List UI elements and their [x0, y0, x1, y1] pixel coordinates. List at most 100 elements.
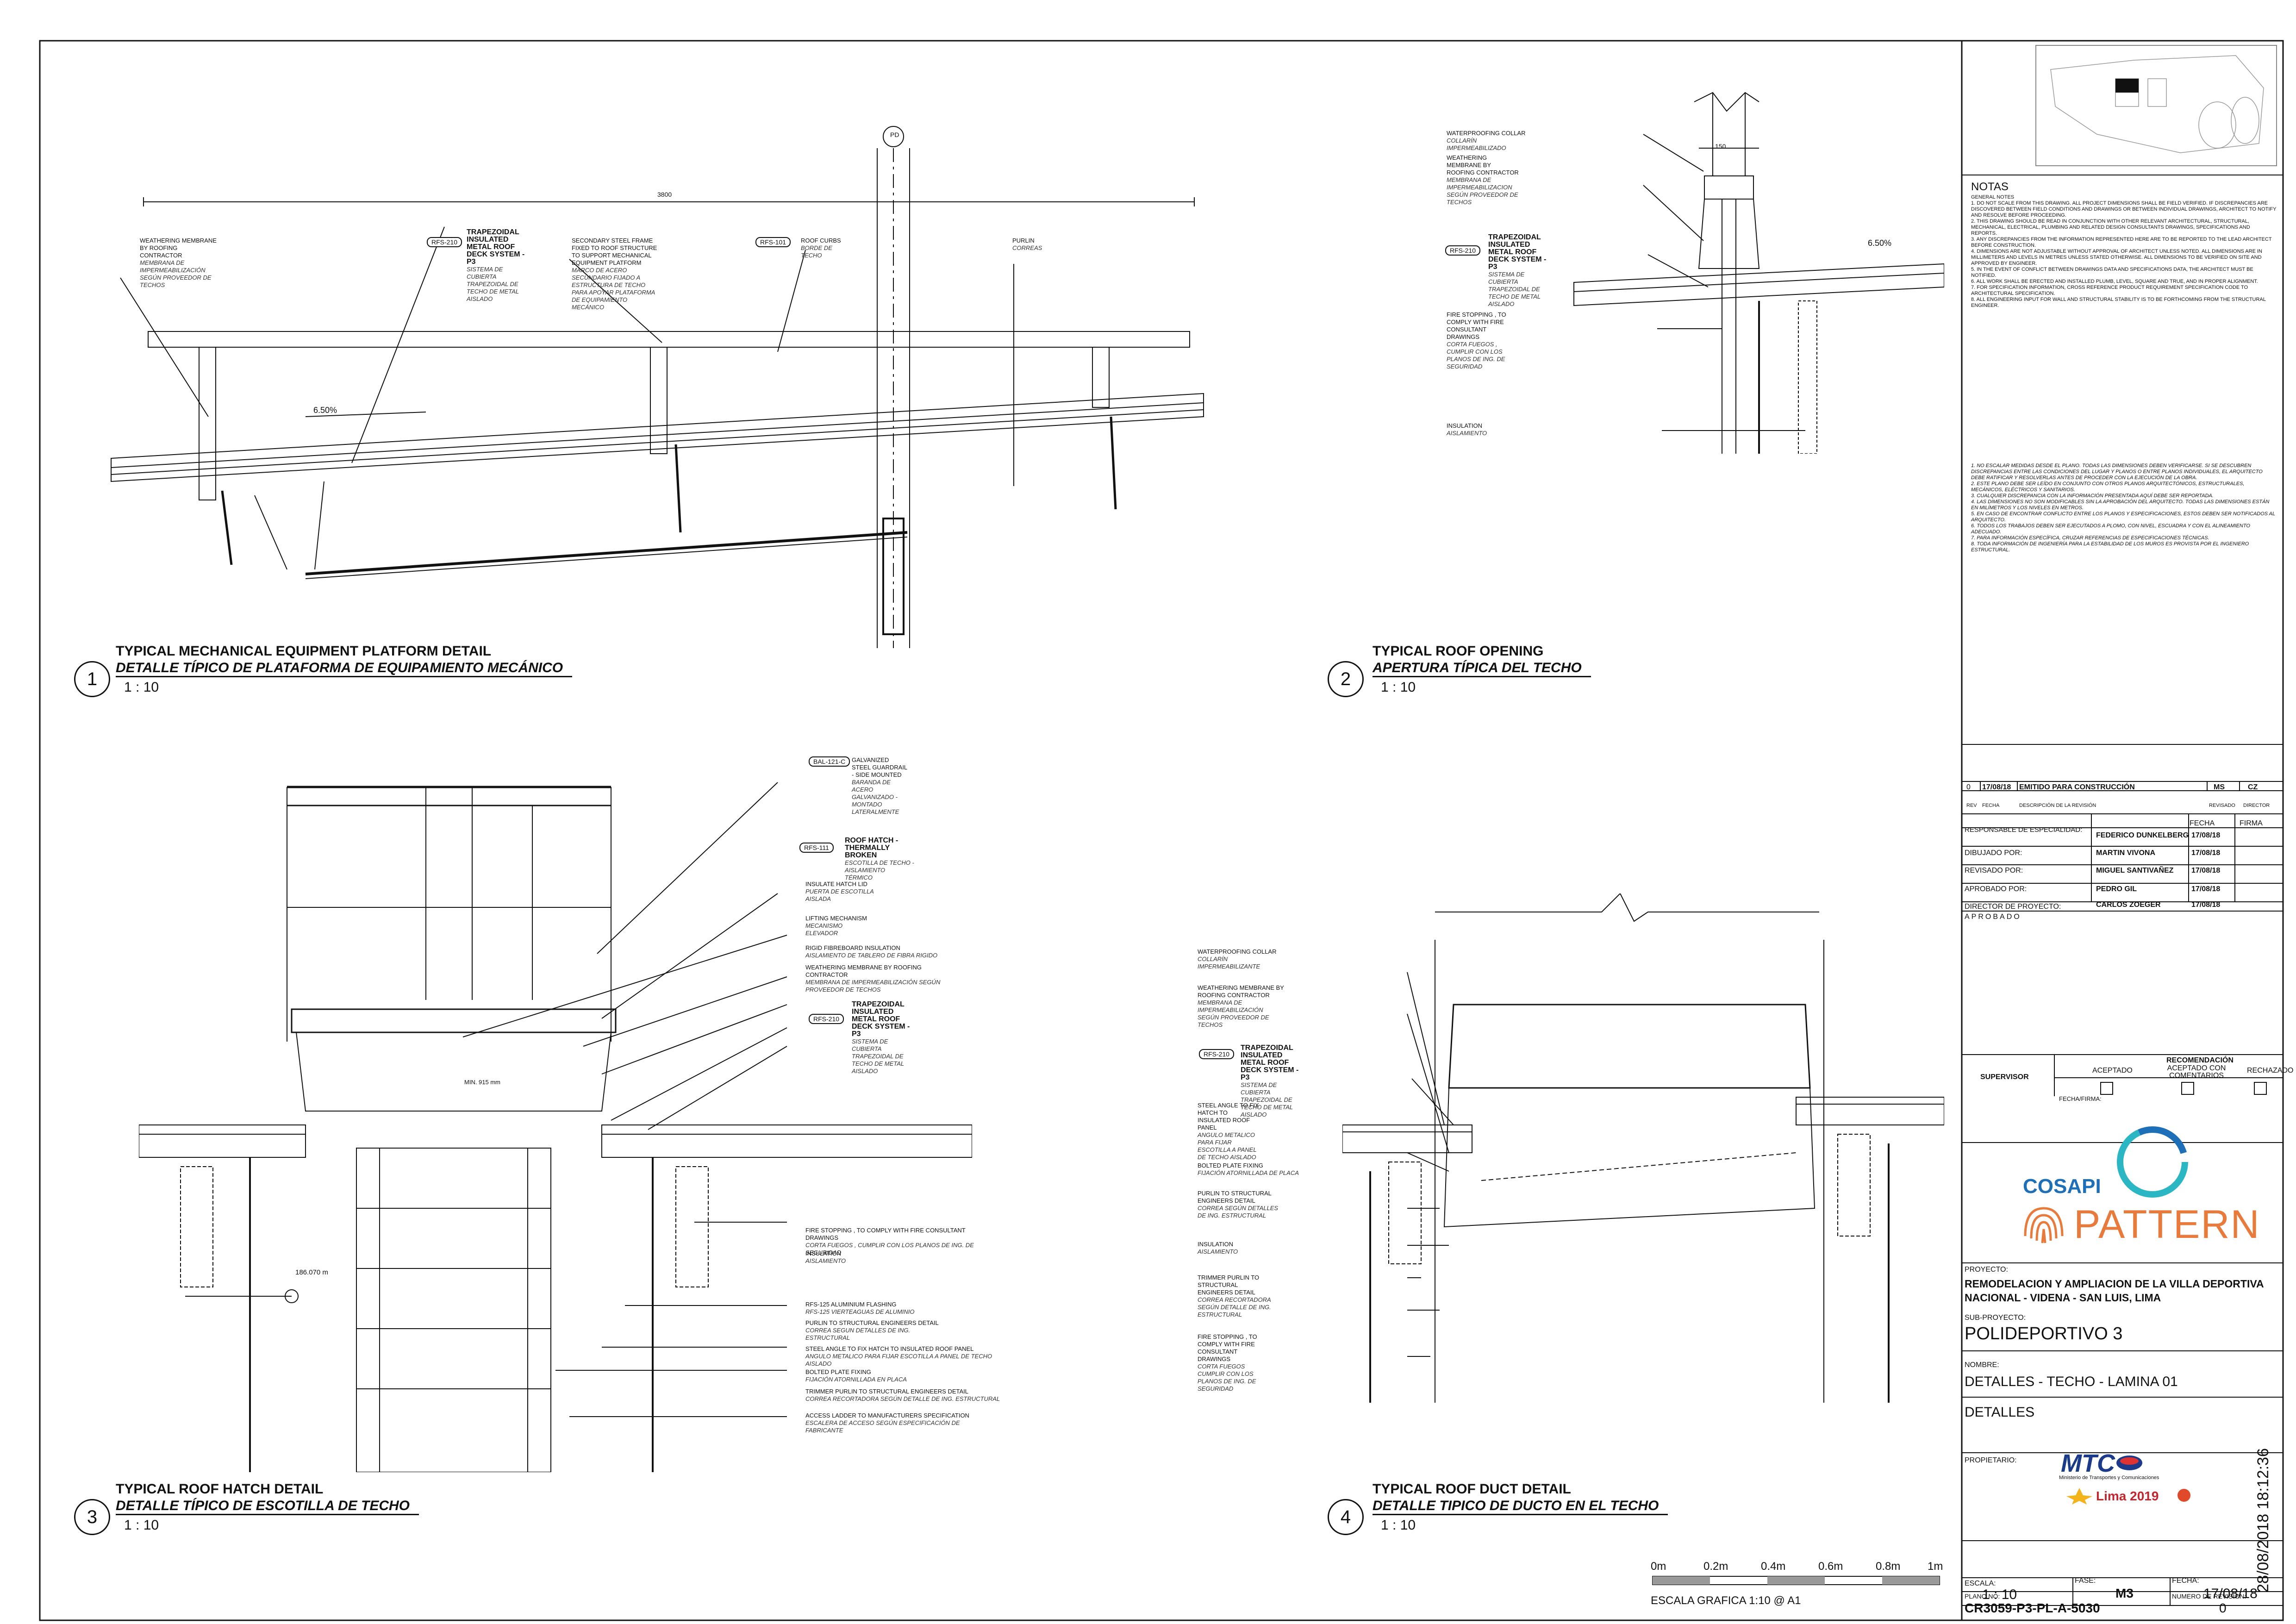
scale-tick-4: 0.8m	[1876, 1560, 1901, 1573]
label-en: FIRE STOPPING , TO COMPLY WITH FIRE CONS…	[1447, 311, 1506, 340]
label-en: INSULATION	[1447, 422, 1483, 429]
label-en: ACCESS LADDER TO MANUFACTURERS SPECIFICA…	[805, 1412, 969, 1419]
label-en: PURLIN	[1012, 237, 1035, 244]
label-es: MEMBRANA DE IMPERMEABILIZACIÓN SEGÚN PRO…	[1198, 999, 1269, 1028]
rev-head-fecha: FECHA	[1982, 803, 2000, 808]
plano-label: PLANO NO:	[1965, 1593, 2000, 1600]
detail-1-dimension: 3800	[657, 191, 672, 198]
detail-4-scale: 1 : 10	[1381, 1518, 1416, 1533]
label-en: RIGID FIBREBOARD INSULATION	[805, 944, 900, 951]
label-en: WEATHERING MEMBRANE BY ROOFING CONTRACTO…	[805, 964, 922, 978]
sig-name-3: PEDRO GIL	[2096, 885, 2137, 893]
label-es: CORREAS	[1012, 244, 1042, 251]
proyecto-value: REMODELACION Y AMPLIACION DE LA VILLA DE…	[1965, 1278, 2264, 1304]
detail-3-min-dimension: MIN. 915 mm	[464, 1079, 501, 1086]
label-es: COLLARÍN IMPERMEABILIZANTE	[1198, 956, 1260, 970]
scale-tick-1: 0.2m	[1703, 1560, 1728, 1573]
label-en: TRAPEZOIDAL INSULATED METAL ROOF DECK SY…	[1241, 1044, 1299, 1081]
recomendacion-label: RECOMENDACIÓN	[2166, 1056, 2234, 1064]
label-en: TRAPEZOIDAL INSULATED METAL ROOF DECK SY…	[467, 228, 525, 266]
label-en: INSULATION	[1198, 1241, 1234, 1248]
detail-4-label-steel-angle: STEEL ANGLE TO FIX HATCH TO INSULATED RO…	[1198, 1102, 1262, 1161]
detail-2-tag-rfs210: RFS-210	[1445, 245, 1481, 256]
label-es: AISLAMIENTO	[1447, 430, 1487, 437]
detail-3-tag-rfs210: RFS-210	[809, 1014, 844, 1024]
detail-1-title-en: TYPICAL MECHANICAL EQUIPMENT PLATFORM DE…	[116, 643, 492, 659]
label-en: STEEL ANGLE TO FIX HATCH TO INSULATED RO…	[805, 1345, 974, 1352]
revision-label: NUMERO DE REVISION:	[2172, 1593, 2246, 1600]
detail-2-dimension: 150	[1715, 143, 1726, 150]
detail-3-number: 3	[74, 1499, 110, 1535]
detail-1-label-deck: TRAPEZOIDAL INSULATED METAL ROOF DECK SY…	[467, 229, 527, 303]
pattern-logo: PATTERN	[2074, 1202, 2260, 1247]
detail-1-number: 1	[74, 661, 110, 697]
detail-2-label-membrane: WEATHERING MEMBRANE BY ROOFING CONTRACTO…	[1447, 154, 1521, 206]
detail-3-label-ladder: ACCESS LADDER TO MANUFACTURERS SPECIFICA…	[805, 1412, 981, 1434]
label-es: AISLAMIENTO	[805, 1257, 846, 1264]
detail-3-scale: 1 : 10	[124, 1518, 159, 1533]
label-es: MEMBRANA DE IMPERMEABILIZACION SEGÚN PRO…	[1447, 176, 1518, 206]
sig-head-firma: FIRMA	[2240, 819, 2263, 827]
rechazado-label: RECHAZADO	[2247, 1067, 2294, 1074]
aceptado-com-label: ACEPTADO CON COMENTARIOS	[2167, 1064, 2226, 1080]
label-es: BARANDA DE ACERO GALVANIZADO - MONTADO L…	[852, 779, 899, 815]
detail-3-label-steel-angle: STEEL ANGLE TO FIX HATCH TO INSULATED RO…	[805, 1345, 1004, 1368]
label-es: CORTA FUEGOS , CUMPLIR CON LOS PLANOS DE…	[805, 1242, 974, 1256]
detail-3-label-trimmer: TRIMMER PURLIN TO STRUCTURAL ENGINEERS D…	[805, 1388, 1004, 1403]
key-plan	[2050, 55, 2264, 153]
escala-label: ESCALA:	[1965, 1580, 1996, 1587]
rev-row-date: 17/08/18	[1982, 783, 2011, 791]
supervisor-label: SUPERVISOR	[1980, 1073, 2029, 1081]
label-es: PUERTA DE ESCOTILLA AISLADA	[805, 888, 874, 902]
label-es: CORREA SEGUN DETALLES DE ING. ESTRUCTURA…	[805, 1327, 911, 1341]
rev-head-rev: REV	[1966, 803, 1977, 808]
detail-3-level: 186.070 m	[295, 1268, 328, 1276]
sig-name-2: MIGUEL SANTIVAÑEZ	[2096, 867, 2174, 874]
plot-timestamp: 28/08/2018 18:12:36	[2254, 1448, 2272, 1593]
aceptado-label: ACEPTADO	[2092, 1067, 2133, 1074]
rev-row-director: CZ	[2248, 783, 2258, 791]
label-es: ESCALERA DE ACCESO SEGÚN ESPECIFICACIÓN …	[805, 1419, 960, 1434]
label-es: SISTEMA DE CUBIERTA TRAPEZOIDAL DE TECHO…	[1488, 271, 1541, 307]
detail-4-title-en: TYPICAL ROOF DUCT DETAIL	[1373, 1481, 1571, 1497]
nombre-label: NOMBRE:	[1965, 1361, 1999, 1369]
detail-3-drawing	[139, 782, 972, 1472]
sig-role-4: DIRECTOR DE PROYECTO:	[1965, 903, 2061, 911]
label-es: FIJACIÓN ATORNILLADA DE PLACA	[1198, 1169, 1299, 1176]
scale-caption: ESCALA GRAFICA 1:10 @ A1	[1651, 1594, 1801, 1607]
label-en: SECONDARY STEEL FRAME FIXED TO ROOF STRU…	[572, 237, 657, 266]
label-es: CORREA RECORTADORA SEGÚN DETALLE DE ING.…	[805, 1395, 1000, 1402]
notes-es: 1. NO ESCALAR MEDIDAS DESDE EL PLANO. TO…	[1971, 463, 2275, 553]
label-en: PURLIN TO STRUCTURAL ENGINEERS DETAIL	[805, 1319, 939, 1326]
label-es: CORREA SEGÚN DETALLES DE ING. ESTRUCTURA…	[1198, 1205, 1279, 1219]
revision-value: 0	[2219, 1601, 2227, 1615]
aprobado-label: APROBADO	[1965, 913, 2021, 921]
detail-1-tag-rfs210: RFS-210	[427, 237, 462, 247]
label-es: SISTEMA DE CUBIERTA TRAPEZOIDAL DE TECHO…	[852, 1038, 904, 1074]
label-es: CORREA RECORTADORA SEGÚN DETALLE DE ING.…	[1198, 1296, 1271, 1318]
detail-4-label-trimmer: TRIMMER PURLIN TO STRUCTURAL ENGINEERS D…	[1198, 1274, 1272, 1318]
label-es: SISTEMA DE CUBIERTA TRAPEZOIDAL DE TECHO…	[1241, 1081, 1293, 1118]
detail-1-drawing	[111, 126, 1204, 648]
label-en: FIRE STOPPING , TO COMPLY WITH FIRE CONS…	[1198, 1333, 1257, 1362]
label-es: AISLAMIENTO	[1198, 1248, 1238, 1255]
plano-value: CR3059-P3-PL-A-5030	[1965, 1601, 2100, 1615]
cosapi-ring-icon	[2117, 1126, 2188, 1198]
subproyecto-value: POLIDEPORTIVO 3	[1965, 1324, 2123, 1343]
sig-name-1: MARTIN VIVONA	[2096, 849, 2155, 857]
lima-2019-logo: Lima 2019	[2096, 1489, 2159, 1503]
fase-value: M3	[2115, 1586, 2134, 1600]
